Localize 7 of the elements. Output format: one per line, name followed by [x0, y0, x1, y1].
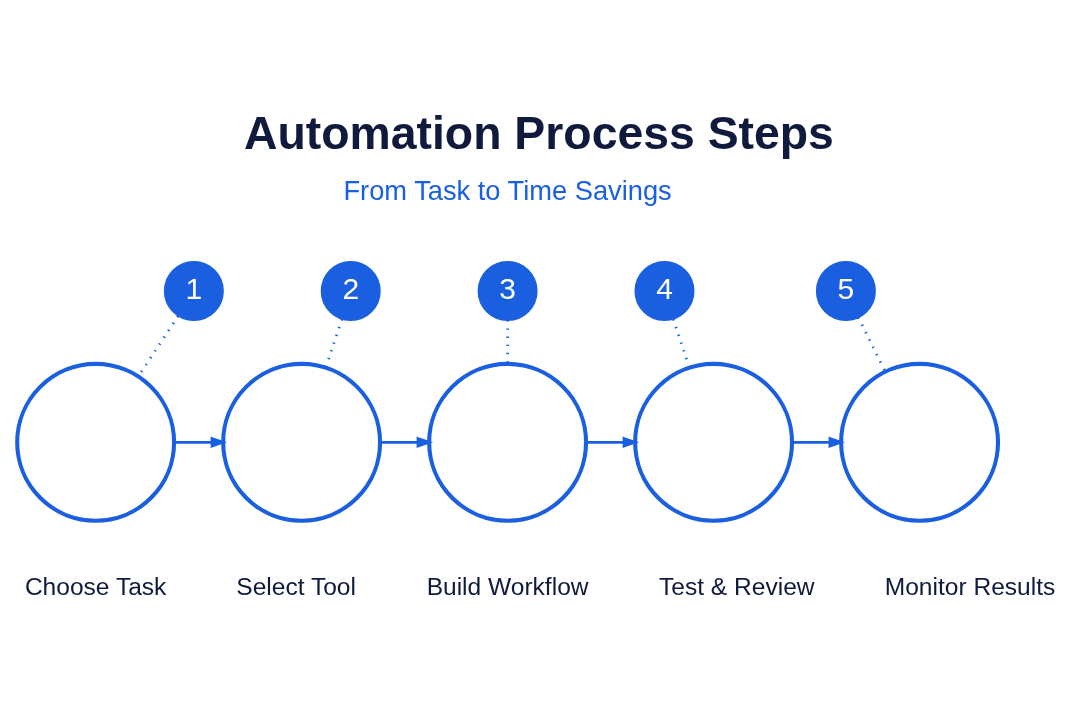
node-label: Build Workflow — [426, 572, 589, 600]
node-label: Choose Task — [24, 572, 167, 600]
label: From Task to Time Savings — [343, 174, 672, 206]
node-label: Test & Review — [659, 572, 815, 600]
diagram-title: Automation Process Steps — [243, 106, 834, 159]
node-label: Select Tool — [236, 572, 356, 600]
node-label: Monitor Results — [884, 572, 1056, 600]
